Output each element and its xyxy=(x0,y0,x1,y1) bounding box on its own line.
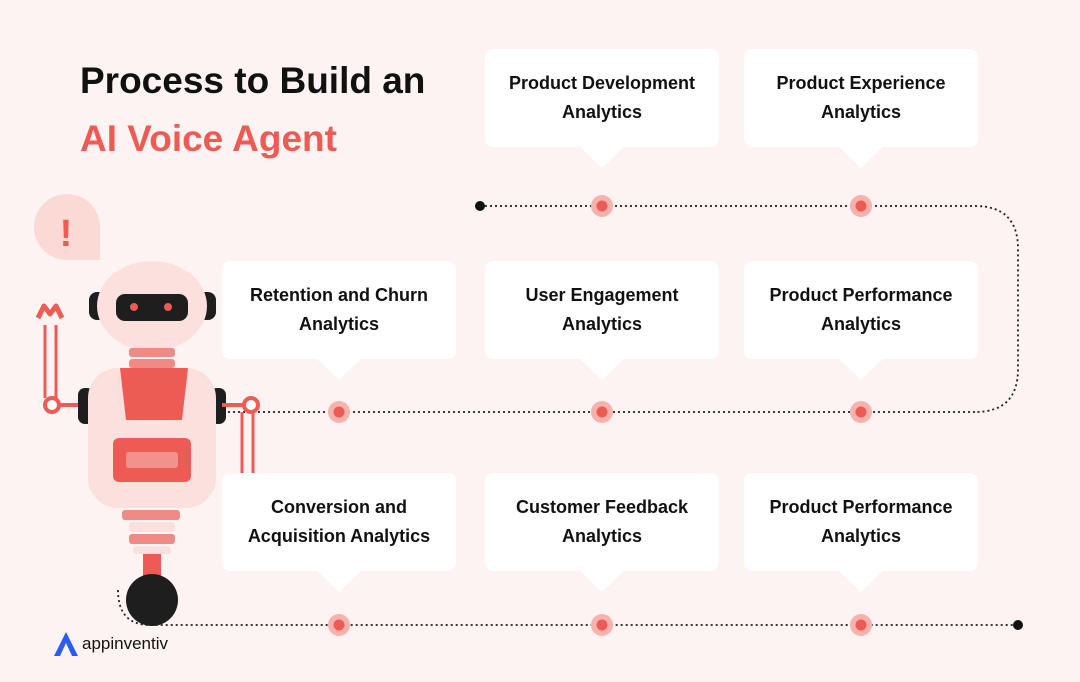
step-card-6: Conversion and Acquisition Analytics xyxy=(222,473,456,571)
step-card-7: Customer Feedback Analytics xyxy=(485,473,719,571)
step-card-2: Product Experience Analytics xyxy=(744,49,978,147)
step-node-8 xyxy=(850,614,872,636)
step-node-6 xyxy=(328,614,350,636)
step-card-1: Product Development Analytics xyxy=(485,49,719,147)
step-node-5 xyxy=(850,401,872,423)
step-node-4 xyxy=(591,401,613,423)
process-path-row3 xyxy=(117,589,1018,626)
step-card-8: Product Performance Analytics xyxy=(744,473,978,571)
step-label: Product Performance Analytics xyxy=(769,497,953,546)
step-label: Product Performance Analytics xyxy=(769,285,953,334)
robot-left-arm xyxy=(35,303,82,414)
alert-icon: ! xyxy=(60,213,73,255)
brand-logo-text: appinventiv xyxy=(82,634,169,653)
robot-left-eye xyxy=(130,303,138,311)
step-card-5: Product Performance Analytics xyxy=(744,261,978,359)
robot-illustration: ! xyxy=(34,194,263,626)
robot-wheel xyxy=(126,574,178,626)
alert-bubble: ! xyxy=(34,194,100,260)
robot-torso xyxy=(78,368,226,508)
step-node-3 xyxy=(328,401,350,423)
step-node-2 xyxy=(850,195,872,217)
page-title-line2: AI Voice Agent xyxy=(80,118,337,159)
page-title-line1: Process to Build an xyxy=(80,60,426,101)
step-label: Conversion and Acquisition Analytics xyxy=(247,497,431,546)
step-label: Product Experience Analytics xyxy=(776,73,946,122)
appinventiv-logo-icon xyxy=(54,632,78,656)
step-label: Retention and Churn Analytics xyxy=(250,285,428,334)
step-label: Customer Feedback Analytics xyxy=(515,497,689,546)
step-card-4: User Engagement Analytics xyxy=(485,261,719,359)
step-node-7 xyxy=(591,614,613,636)
path-start-point xyxy=(475,201,485,211)
step-node-1 xyxy=(591,195,613,217)
step-label: User Engagement Analytics xyxy=(525,285,679,334)
step-card-3: Retention and Churn Analytics xyxy=(222,261,456,359)
step-label: Product Development Analytics xyxy=(508,73,696,122)
robot-right-eye xyxy=(164,303,172,311)
brand-logo: appinventiv xyxy=(52,630,168,658)
path-end-point xyxy=(1013,620,1023,630)
robot-head xyxy=(89,261,216,351)
